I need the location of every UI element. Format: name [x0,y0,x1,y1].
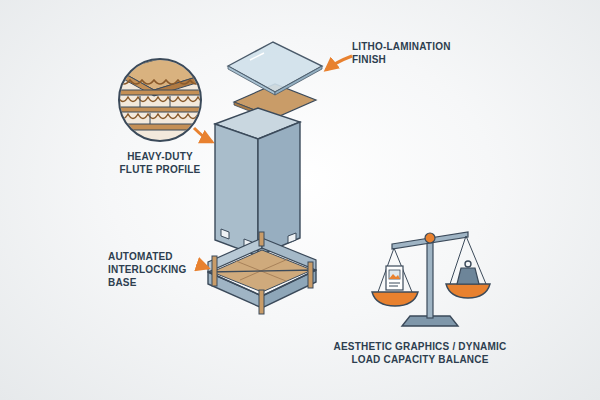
balance-scale-part [465,261,471,267]
balance-scale-part [386,266,403,290]
box-body-part [288,233,296,243]
flute-inset-part-part [150,113,151,124]
callout-label: HEAVY-DUTY FLUTE PROFILE [110,150,210,176]
balance-scale-part [389,283,400,284]
flute-inset-part-part [118,97,208,102]
callout-label: LITHO-LAMINATION FINISH [352,40,452,66]
base-tray-part [240,259,288,280]
box-body [215,108,300,256]
flute-inset-part-part [118,56,206,90]
lid-layers-part [228,42,322,92]
leader-arrow [196,266,208,268]
leader-arrow [194,128,212,142]
callout-label: AESTHETIC GRAPHICS / DYNAMIC LOAD CAPACI… [322,340,518,366]
base-tray [208,232,316,314]
leader-arrow [326,56,352,70]
flute-inset-part-part [118,80,214,84]
callout-label: AUTOMATED INTERLOCKING BASE [108,250,200,289]
lid-layers-part [228,66,275,95]
balance-scale-part [427,236,433,318]
base-tray-part [212,256,217,286]
balance-scale-part [392,232,468,249]
flute-inset-part-part [170,96,171,108]
base-tray-part [259,232,264,246]
balance-scale-part [446,284,490,298]
balance-scale [372,232,490,326]
base-tray-part [259,290,264,314]
balance-scale-part [457,268,479,284]
lid-layers [228,42,322,121]
flute-inset [118,56,214,141]
balance-scale-part [425,233,435,243]
base-tray-part [308,262,313,288]
box-body-part [221,229,229,239]
lid-layers-part [250,53,264,60]
balance-scale-part [389,286,398,287]
balance-scale-part [389,274,400,279]
balance-scale-part [372,292,418,306]
flute-inset-part-part [118,114,208,119]
flute-inset-part [119,59,201,141]
lid-layers-part [275,66,322,95]
balance-scale-part [389,270,400,279]
box-body-part [258,122,300,256]
flute-inset-part-part [118,107,206,112]
box-body-part [215,124,258,256]
flute-inset-part-part [118,90,206,95]
flute-inset-part-part [140,96,141,108]
